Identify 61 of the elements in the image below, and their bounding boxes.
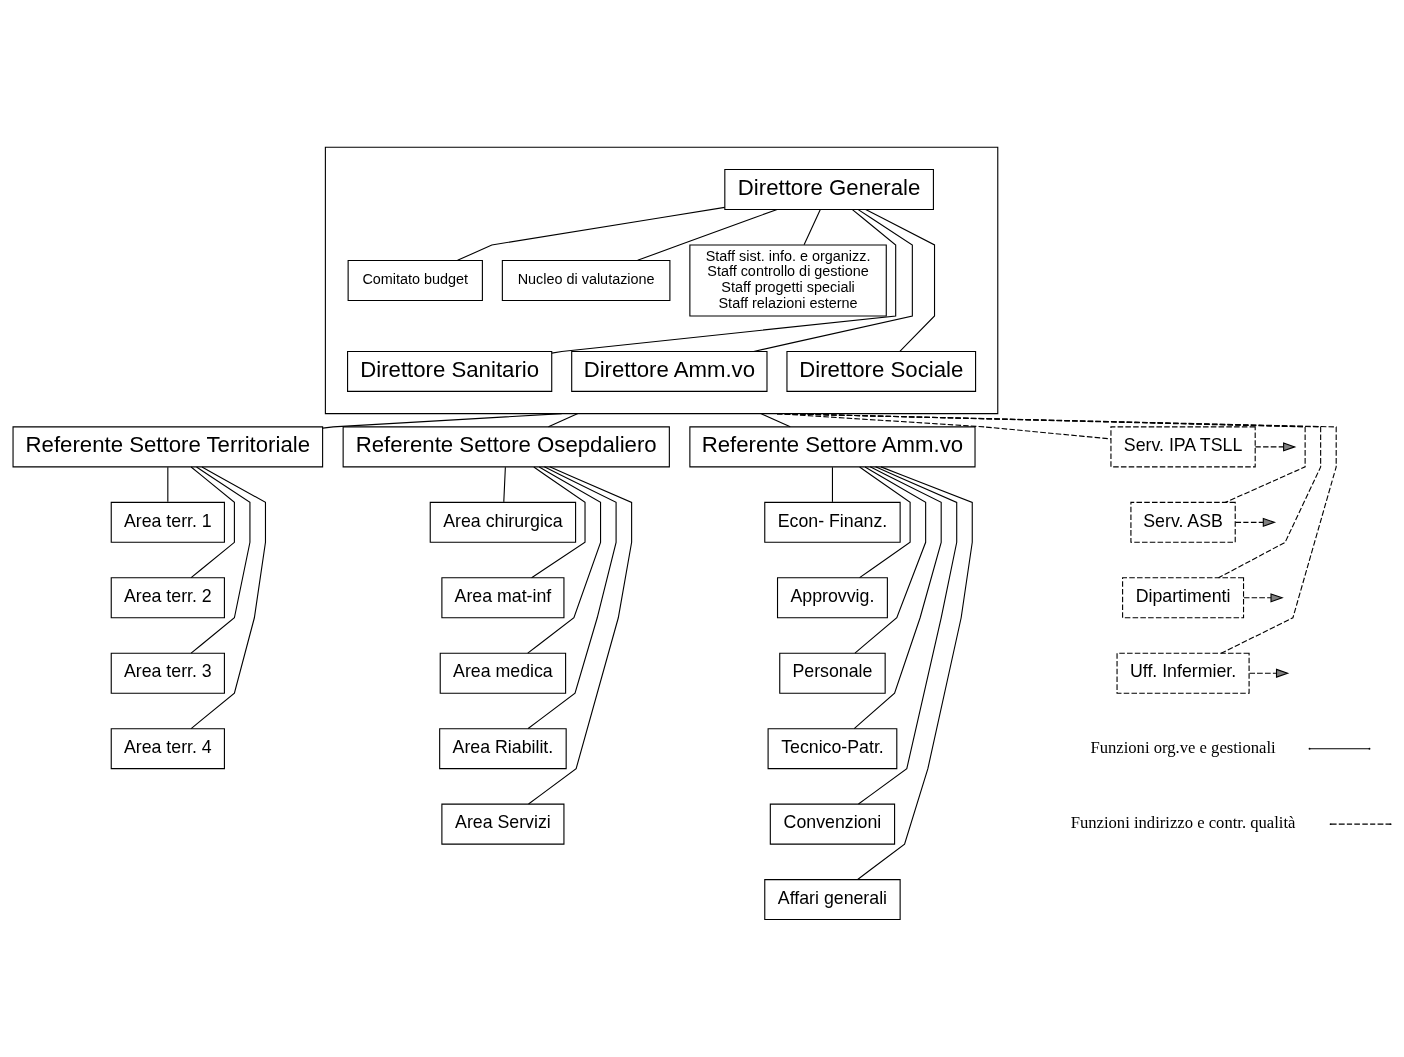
arrow — [1249, 668, 1290, 678]
node-box: Area mat-inf — [441, 576, 565, 618]
arrow — [1234, 517, 1277, 527]
node-box: Serv. ASB — [1130, 501, 1236, 543]
node-box: Econ- Finanz. — [764, 501, 901, 543]
node-box: Nucleo di valutazione — [501, 259, 671, 301]
node-box: Tecnico-Patr. — [767, 727, 898, 769]
node-box: Affari generali — [764, 878, 901, 920]
node-box: Area medica — [439, 652, 567, 694]
node-box: Approvvig. — [776, 576, 888, 618]
connector — [503, 466, 506, 502]
connector — [854, 465, 927, 654]
connector — [547, 412, 579, 427]
connector — [457, 206, 726, 261]
connector — [776, 412, 1337, 654]
node-box: Direttore Generale — [724, 168, 934, 210]
node-box: Direttore Amm.vo — [571, 350, 768, 392]
node-box: Personale — [779, 652, 886, 694]
node-box: Staff sist. info. e organizz. Staff controllo di gestione Staff progetti speciali Staff relazioni esterne — [689, 243, 887, 317]
connector — [760, 412, 791, 427]
connector — [865, 208, 936, 352]
connector — [803, 208, 821, 245]
node-box: Area terr. 3 — [110, 652, 225, 694]
connector — [637, 208, 778, 261]
connector — [857, 465, 973, 880]
connector — [857, 465, 958, 805]
node-box: Area chirurgica — [429, 501, 577, 543]
node-box: Uff. Infermier. — [1116, 652, 1250, 694]
node-box: Comitato budget — [347, 259, 483, 301]
legend-label: Funzioni indirizzo e contr. qualità — [1070, 812, 1296, 832]
node-box: Area terr. 1 — [110, 501, 225, 543]
connector — [859, 465, 911, 578]
node-box: Serv. IPA TSLL — [1110, 425, 1256, 467]
node-box: Dipartimenti — [1122, 576, 1245, 618]
node-box: Referente Settore Amm.vo — [689, 425, 976, 467]
node-box: Referente Settore Osepdaliero — [342, 425, 670, 467]
legend-label: Funzioni org.ve e gestionali — [1090, 737, 1276, 757]
connector — [531, 465, 586, 578]
connector — [831, 466, 833, 502]
connector — [527, 465, 602, 654]
node-box: Convenzioni — [769, 803, 896, 845]
node-box: Area Riabilit. — [439, 727, 567, 769]
connector — [190, 465, 251, 654]
node-box: Referente Settore Territoriale — [12, 425, 324, 467]
connector — [753, 208, 913, 352]
connector — [167, 466, 169, 502]
connector — [527, 465, 633, 805]
connector — [322, 412, 563, 429]
arrow — [1254, 441, 1297, 452]
cluster — [324, 146, 999, 414]
node-box: Direttore Sanitario — [347, 350, 553, 392]
node-box: Area terr. 4 — [110, 727, 225, 769]
connector — [551, 208, 897, 354]
connector — [190, 465, 267, 729]
node-box: Direttore Sociale — [786, 350, 977, 392]
connector — [190, 465, 235, 578]
node-box: Area Servizi — [441, 803, 565, 845]
connector — [527, 465, 617, 729]
node-box: Area terr. 2 — [110, 576, 225, 618]
connector — [853, 465, 942, 729]
arrow — [1243, 592, 1284, 602]
